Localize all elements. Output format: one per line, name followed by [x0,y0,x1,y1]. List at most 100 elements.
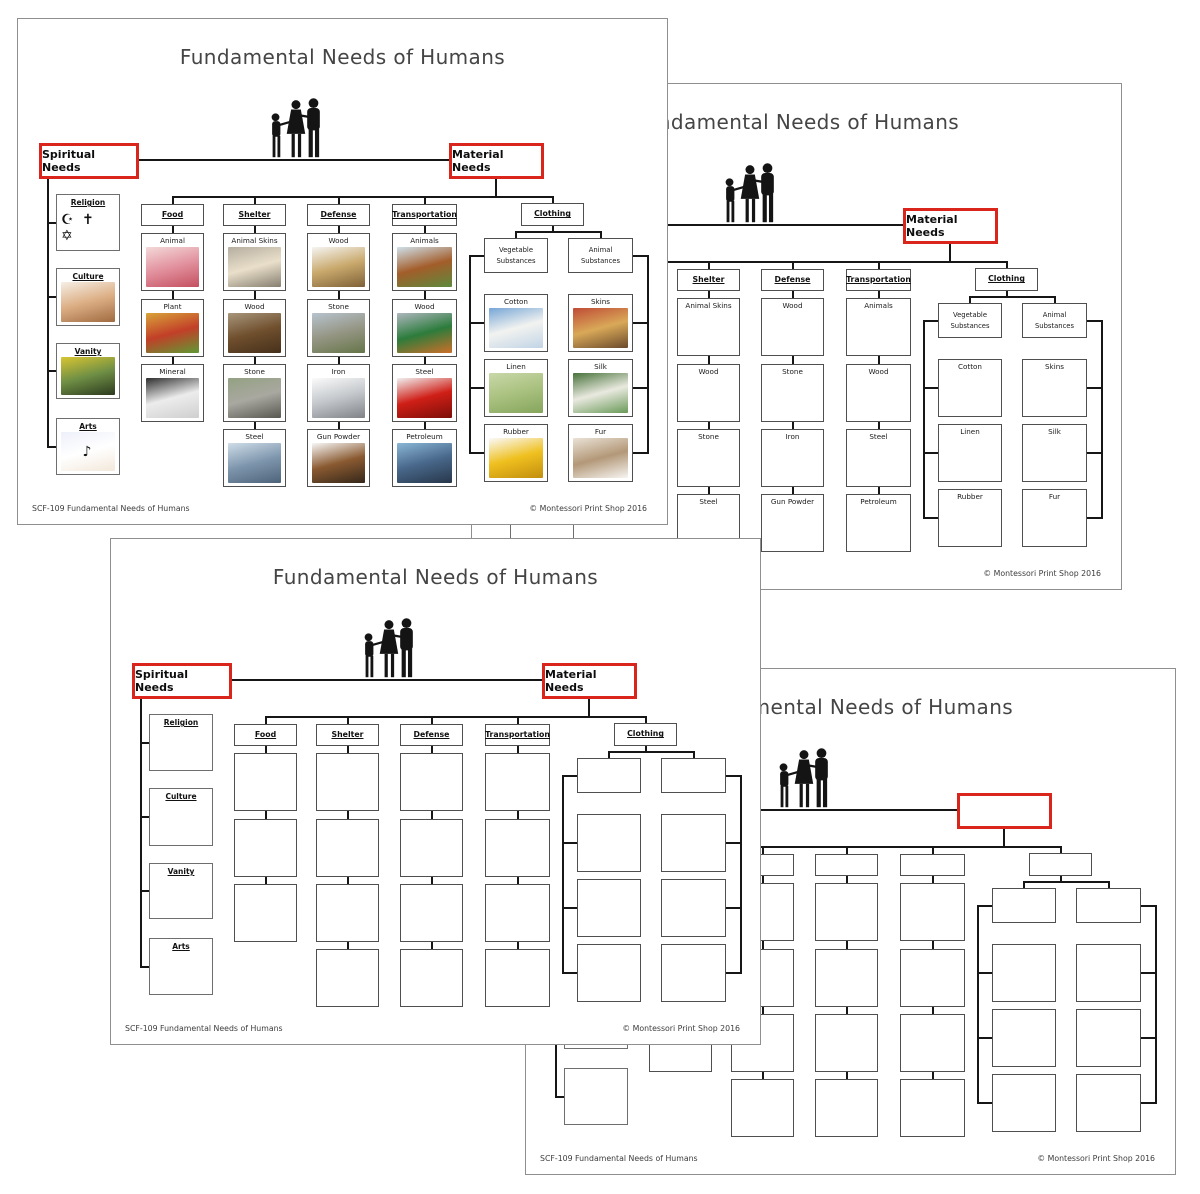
cell-label: Rubber [503,427,529,436]
connector-line [726,972,742,974]
connector-line [430,811,433,820]
cell-clothing-skins: Skins [1022,359,1087,417]
spiritual-needs-box: Spiritual Needs [132,663,232,699]
cell-shelter-steel [316,949,379,1007]
log-cabin-photo [228,313,281,353]
cell-transportation-animals: Animals [392,233,457,291]
cell-defense-wood: Wood [761,298,824,356]
connector-line [977,904,979,1104]
cell-clothing-skins [1076,944,1141,1002]
connector-line [337,196,340,205]
connector-line [562,842,577,844]
connector-line [923,319,925,519]
cell-label: Stone [244,367,265,376]
column-header-shelter: Shelter [677,269,740,291]
cell-clothing-silk: Silk [1022,424,1087,482]
cell-label: Mineral [159,367,186,376]
cell-shelter-steel [731,1079,794,1137]
cell-label: Silk [594,362,607,371]
connector-line [1005,291,1008,298]
category-box-vanity: Vanity [56,343,120,399]
cell-clothing-rubber [992,1074,1056,1132]
connector-line [1087,387,1103,389]
connector-line [977,904,992,907]
spiritual-needs-box: Spiritual Needs [39,143,139,179]
cell-transportation-animals [900,883,965,941]
connector-line [1053,296,1056,303]
cell-defense-wood [400,753,463,811]
cell-defense-stone [400,819,463,877]
connector-line [791,422,794,430]
connector-line [469,322,484,324]
category-box-religion: Religion☪ ✝ ✡ [56,194,120,251]
column-header-label: Clothing [627,729,664,739]
connector-line [253,291,256,300]
arts-collage: ♪ [61,432,115,471]
connector-line [977,972,992,974]
connector-line [516,877,519,885]
cell-transportation-petroleum: Petroleum [846,494,911,552]
cell-defense-iron: Iron [761,429,824,487]
connector-line [626,261,1007,263]
connector-line [791,356,794,365]
cell-food-animal: Animal [141,233,204,291]
connector-line [707,487,710,495]
connector-line [423,357,426,365]
religion-symbols: ☪ ✝ ✡ [61,211,96,244]
connector-line [430,877,433,885]
connector-line [140,741,150,744]
connector-line [140,890,150,892]
column-header-clothing: Clothing [614,723,677,746]
column-header-label: Clothing [988,274,1025,284]
connector-line [931,1072,934,1080]
fur-photo [573,438,628,478]
connector-line [1059,876,1062,883]
clothing-group-header-vegetable-substances: Vegetable Substances [938,303,1002,338]
cell-shelter-animal-skins: Animal Skins [677,298,740,356]
connector-line [264,746,267,754]
cell-label: Wood [414,302,435,311]
connector-line [644,746,647,753]
cell-transportation-petroleum [485,949,550,1007]
castle-photo [312,313,365,353]
connector-line [845,941,848,950]
leather-photo [573,308,628,348]
cell-defense-gun-powder: Gun Powder [307,429,370,487]
connector-line [931,876,934,884]
connector-line [877,422,880,430]
footer-right: © Montessori Print Shop 2016 [983,569,1101,578]
flax-photo [489,373,543,413]
connector-line [337,422,340,430]
connector-line [495,179,497,198]
category-box-arts: Arts♪ [56,418,120,475]
connector-line [423,196,426,205]
family-silhouette-icon [712,161,786,225]
category-box-vanity: Vanity [149,863,213,919]
connector-line [633,254,649,257]
connector-line [253,422,256,430]
connector-line [977,1102,992,1104]
cell-label: Stone [698,432,719,441]
connector-line [140,699,142,967]
category-label: Religion [163,718,199,727]
connector-line [1155,904,1157,1104]
cell-label: Fur [1048,492,1061,501]
connector-line [469,387,484,389]
cell-label: Gun Powder [316,432,361,441]
connector-line [264,877,267,885]
headdress-photo [61,357,115,395]
connector-line [469,254,484,257]
connector-line [633,387,649,389]
connector-line [1087,452,1103,454]
material-needs-box [957,793,1052,829]
column-header-label: Transportation [485,729,550,739]
cell-clothing-silk: Silk [568,359,633,417]
cell-label: Animal Skins [685,301,732,310]
clothing-group-header-animal-substances: Animal Substances [1022,303,1087,338]
connector-line [1023,881,1110,883]
cell-defense-stone: Stone [307,299,370,357]
connector-line [337,357,340,365]
cell-transportation-wood [900,949,965,1007]
connector-line [707,261,710,270]
material-needs-box: Material Needs [449,143,544,179]
